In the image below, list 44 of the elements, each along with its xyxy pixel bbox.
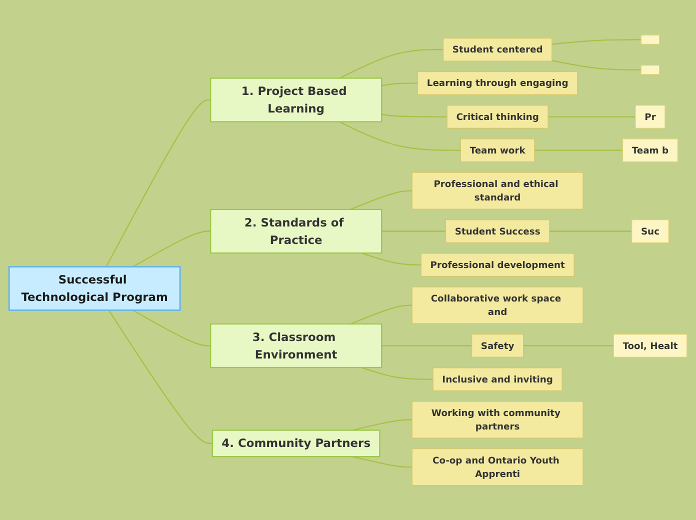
node-box: Pr <box>635 104 666 128</box>
node-box <box>640 34 660 44</box>
node-box: Safety <box>471 334 524 358</box>
node-box: Team b <box>622 138 678 162</box>
node-box: Critical thinking <box>446 104 548 128</box>
connector <box>350 190 412 210</box>
connector <box>382 344 472 346</box>
connector <box>361 366 434 380</box>
node-box: Professional and ethical standard <box>412 172 584 210</box>
connector <box>352 456 412 468</box>
node-box: Suc <box>631 219 670 243</box>
connector <box>132 230 211 267</box>
connector <box>548 116 636 118</box>
node-box: Collaborative work space and <box>412 286 584 324</box>
connector <box>108 310 212 444</box>
connector <box>339 120 461 151</box>
connector <box>339 48 444 78</box>
node-box <box>640 64 660 75</box>
connector <box>381 113 448 118</box>
node-box: Tool, Healt <box>613 334 688 358</box>
node-box: Professional development <box>420 252 574 276</box>
node-box: Student centered <box>442 38 552 62</box>
connector <box>361 252 422 266</box>
connector <box>552 60 642 70</box>
connector <box>523 344 614 346</box>
connector <box>381 82 418 86</box>
connector <box>382 230 446 232</box>
node-box: 4. Community Partners <box>212 429 380 457</box>
node-box: Team work <box>460 138 535 162</box>
node-box: 2. Standards of Practice <box>210 208 382 254</box>
node-box: Student Success <box>445 219 550 243</box>
connector <box>132 310 211 346</box>
connector <box>106 99 211 267</box>
node-box: Co-op and Ontario Youth Apprenti <box>412 448 584 486</box>
node-box: 3. Classroom Environment <box>210 323 382 368</box>
node-box: Learning through engaging <box>417 71 578 95</box>
node-box: Inclusive and inviting <box>432 367 562 391</box>
connector <box>534 150 623 151</box>
connector <box>549 230 632 232</box>
node-box: Working with community partners <box>412 400 584 438</box>
connector <box>552 38 642 45</box>
connector <box>350 304 412 324</box>
node-box: 1. Project Based Learning <box>210 77 382 122</box>
node-box: Successful Technological Program <box>8 266 181 311</box>
